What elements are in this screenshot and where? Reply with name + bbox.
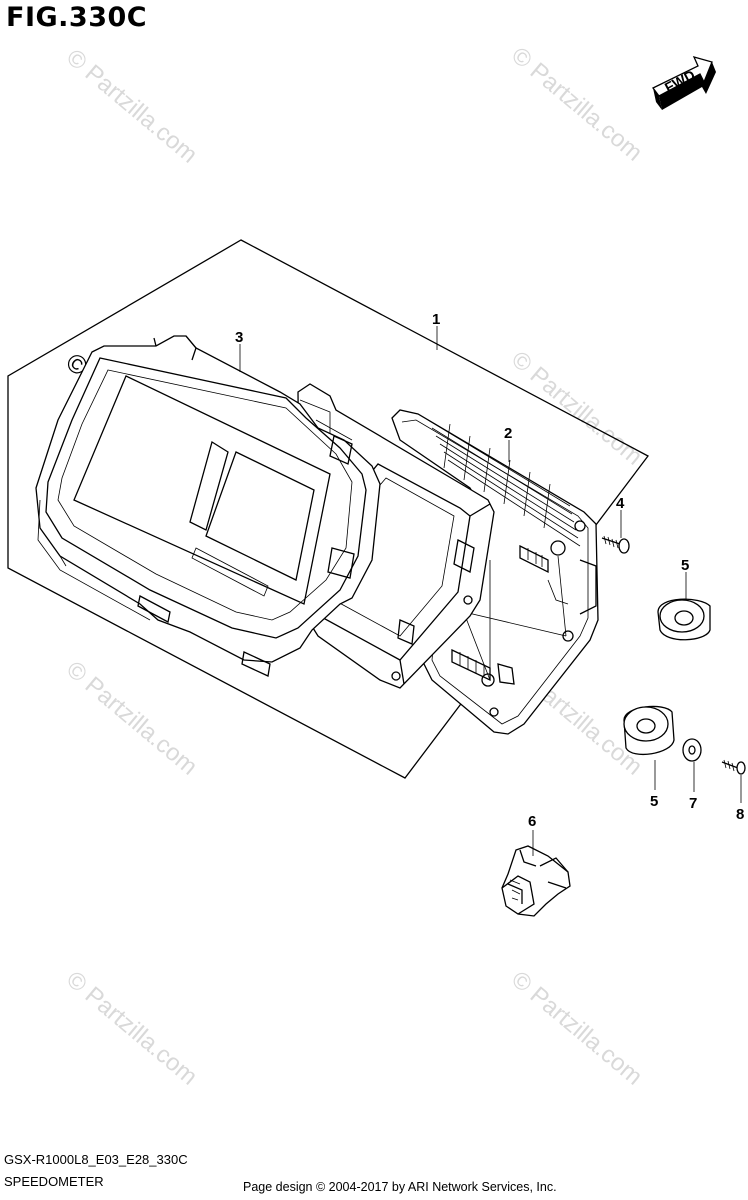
section-name: SPEEDOMETER — [4, 1174, 104, 1189]
model-code: GSX-R1000L8_E03_E28_330C — [4, 1152, 188, 1167]
fwd-arrow-icon: FWD — [652, 56, 716, 110]
watermark-bottom-left: © Partzilla.com — [61, 966, 202, 1091]
part-screw-8 — [721, 759, 746, 775]
callout-5-lower: 5 — [650, 793, 658, 810]
part-front-cover — [35, 335, 381, 677]
callout-4: 4 — [616, 495, 625, 512]
watermark-lower-left: © Partzilla.com — [61, 656, 202, 781]
part-grommet-5-lower — [623, 705, 675, 756]
figure-title: FIG.330C — [6, 2, 148, 33]
rear-case-grille — [427, 419, 581, 547]
callout-1: 1 — [432, 311, 440, 328]
callout-5-upper: 5 — [681, 557, 689, 574]
watermark-top-left: © Partzilla.com — [61, 44, 202, 169]
assembly-outline — [7, 239, 649, 779]
callout-6: 6 — [528, 813, 536, 830]
callout-2: 2 — [504, 425, 512, 442]
callout-8: 8 — [736, 806, 744, 823]
part-washer-7 — [682, 738, 702, 762]
part-connector-6 — [501, 845, 571, 917]
part-screw-4 — [601, 535, 630, 554]
watermark-mid-right: © Partzilla.com — [506, 346, 647, 471]
part-grommet-5-upper — [657, 598, 711, 641]
leader-lines — [239, 326, 742, 856]
watermark-top-right: © Partzilla.com — [506, 42, 647, 167]
callout-numbers: 1 2 3 4 5 5 6 7 8 — [235, 311, 744, 830]
copyright-notice: Page design © 2004-2017 by ARI Network S… — [243, 1180, 557, 1194]
callout-3: 3 — [235, 329, 243, 346]
watermark-bottom-right: © Partzilla.com — [506, 966, 647, 1091]
callout-7: 7 — [689, 795, 697, 812]
